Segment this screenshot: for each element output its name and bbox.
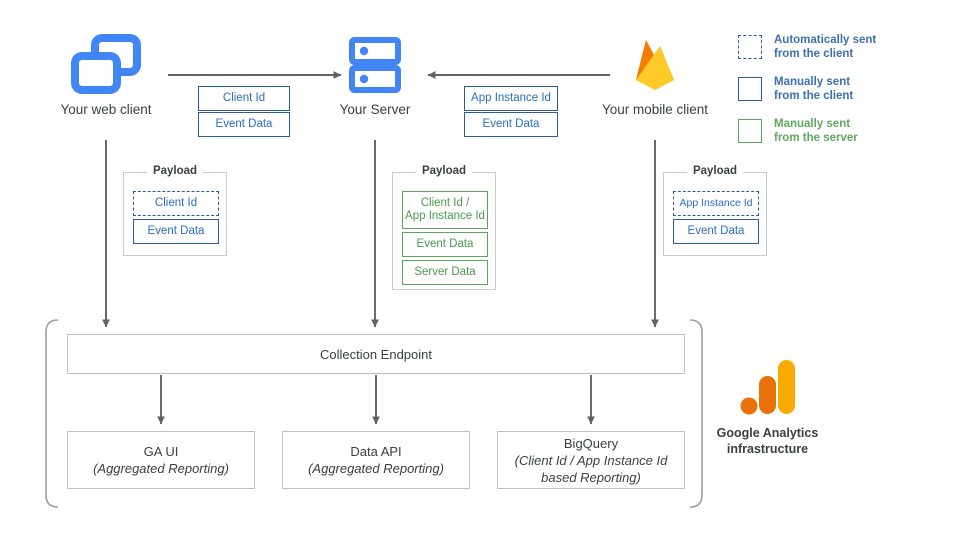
legend-label-manual-client-line2: from the client — [774, 89, 854, 102]
ga-ui-title: GA UI — [143, 444, 179, 459]
transport-chip-mobile-app-instance-id: App Instance Id — [464, 86, 558, 111]
mobile-client-label: Your mobile client — [601, 102, 709, 117]
ga-ui-subtitle: (Aggregated Reporting) — [93, 461, 229, 476]
transport-chip-mobile-event-data: Event Data — [464, 112, 558, 137]
data-api-subtitle: (Aggregated Reporting) — [308, 461, 444, 476]
payload-server-chip-ids-line2: App Instance Id — [405, 210, 485, 222]
google-analytics-icon — [740, 360, 795, 415]
bigquery-title: BigQuery — [563, 435, 619, 451]
bigquery-box: BigQuery (Client Id / App Instance Id ba… — [497, 431, 685, 489]
legend-item-manual-client: Manually sent from the client — [738, 75, 953, 111]
payload-web-title: Payload — [146, 165, 204, 177]
legend-label-manual-server-line2: from the server — [774, 131, 858, 144]
google-analytics-brand: Google Analytics infrastructure — [705, 358, 830, 457]
payload-mobile-chip-app-instance-id: App Instance Id — [673, 191, 759, 216]
payload-server-chip-event-data: Event Data — [402, 232, 488, 257]
web-client-node: Your web client — [56, 34, 156, 117]
ga-ui-box: GA UI (Aggregated Reporting) — [67, 431, 255, 489]
ga-brand-line1: Google Analytics — [716, 426, 819, 440]
mobile-client-node: Your mobile client — [585, 34, 725, 117]
data-api-box: Data API (Aggregated Reporting) — [282, 431, 470, 489]
payload-server-chip-ids: Client Id / App Instance Id — [402, 191, 488, 229]
legend-label-manual-server-line1: Manually sent — [774, 118, 851, 130]
legend-swatch-solid-green-icon — [738, 119, 762, 143]
server-label: Your Server — [339, 102, 411, 117]
collection-endpoint-label: Collection Endpoint — [319, 346, 433, 362]
legend-swatch-solid-blue-icon — [738, 77, 762, 101]
payload-group-web: Payload Client Id Event Data — [123, 165, 227, 256]
payload-server-chip-server-data: Server Data — [402, 260, 488, 285]
web-client-label: Your web client — [60, 102, 152, 117]
payload-server-title: Payload — [415, 165, 473, 177]
legend-item-manual-server: Manually sent from the server — [738, 117, 953, 153]
server-node: Your Server — [330, 34, 420, 117]
collection-endpoint-box: Collection Endpoint — [67, 334, 685, 374]
server-racks-icon — [349, 37, 401, 93]
transport-chip-web-client-id: Client Id — [198, 86, 290, 111]
firebase-icon — [636, 40, 674, 90]
payload-group-server: Payload Client Id / App Instance Id Even… — [392, 165, 496, 290]
infra-bracket-left — [45, 319, 59, 508]
payload-group-mobile: Payload App Instance Id Event Data — [663, 165, 767, 256]
legend-swatch-dashed-blue-icon — [738, 35, 762, 59]
payload-server-chip-ids-line1: Client Id / — [420, 197, 470, 209]
transport-chip-web-event-data: Event Data — [198, 112, 290, 137]
data-api-title: Data API — [350, 444, 402, 459]
payload-mobile-title: Payload — [686, 165, 744, 177]
payload-web-chip-client-id: Client Id — [133, 191, 219, 216]
payload-web-chip-event-data: Event Data — [133, 219, 219, 244]
legend-item-auto-client: Automatically sent from the client — [738, 33, 953, 69]
legend-label-auto-client-line2: from the client — [774, 47, 854, 60]
legend-label-manual-client-line1: Manually sent — [774, 76, 851, 88]
browser-windows-icon — [71, 34, 141, 94]
payload-mobile-chip-event-data: Event Data — [673, 219, 759, 244]
bigquery-subtitle-line2: based Reporting) — [541, 469, 641, 485]
infra-bracket-right — [689, 319, 703, 508]
legend-label-auto-client-line1: Automatically sent — [774, 34, 877, 46]
ga-brand-line2: infrastructure — [726, 442, 809, 456]
bigquery-subtitle: (Client Id / App Instance Id — [514, 452, 668, 468]
